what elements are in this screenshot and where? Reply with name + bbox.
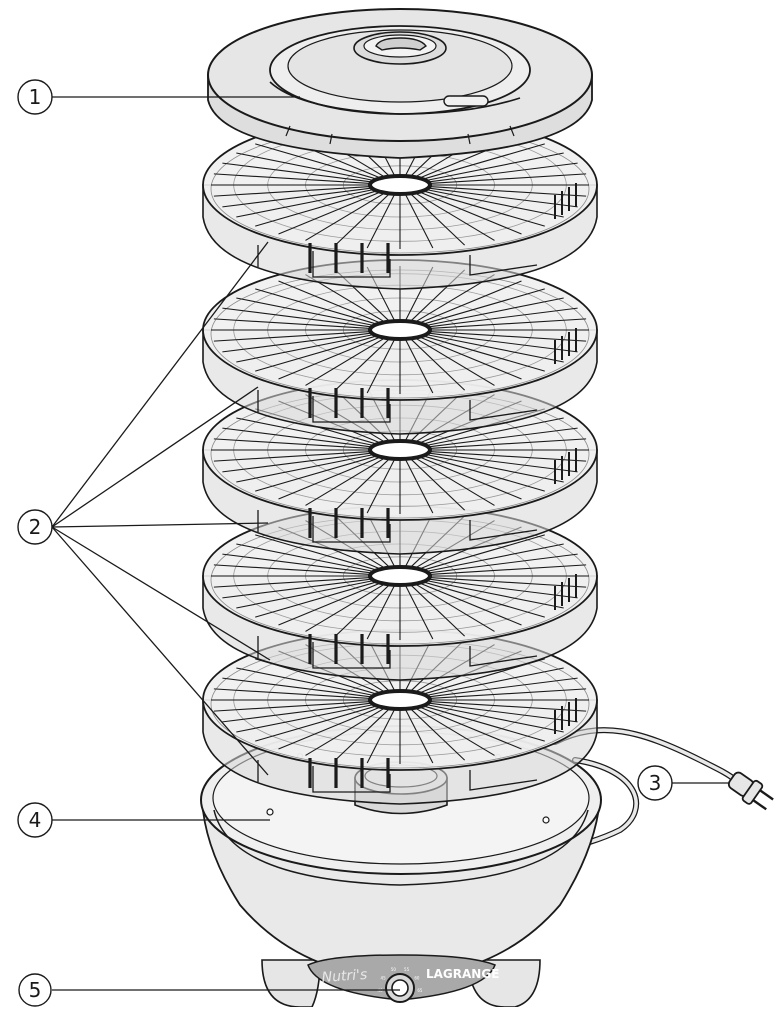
lid [207,8,593,159]
knob-mark: 60 [414,975,420,980]
callout-1: 1 [17,79,53,115]
callout-2: 2 [17,509,53,545]
knob-mark: 55 [404,967,410,972]
callout-3: 3 [637,765,673,801]
brand-logo: LAGRANGE [426,967,499,981]
knob-mark: 35 [383,1000,389,1005]
tray-2 [202,259,598,435]
knob-mark: 45 [381,975,387,980]
callout-5: 5 [18,973,52,1007]
knob-mark: 50 [391,967,397,972]
tray-stack [202,114,598,805]
tray-1 [202,114,598,290]
knob-mark: 65 [417,988,423,993]
knob-mark: 40 [378,988,384,993]
svg-text:4: 4 [29,808,42,832]
knob-mark: 70 [412,1000,418,1005]
plug-icon [727,771,774,811]
model-logo: Nutri's [321,967,368,986]
svg-text:2: 2 [29,515,42,539]
svg-text:1: 1 [29,85,42,109]
svg-text:3: 3 [649,771,662,795]
vent-knob-handle[interactable] [375,37,428,51]
callout-4: 4 [17,802,53,838]
knob-scale: 35 40 45 50 55 60 65 70 [378,967,423,1005]
svg-text:5: 5 [29,978,42,1002]
leader-lines [51,96,728,991]
